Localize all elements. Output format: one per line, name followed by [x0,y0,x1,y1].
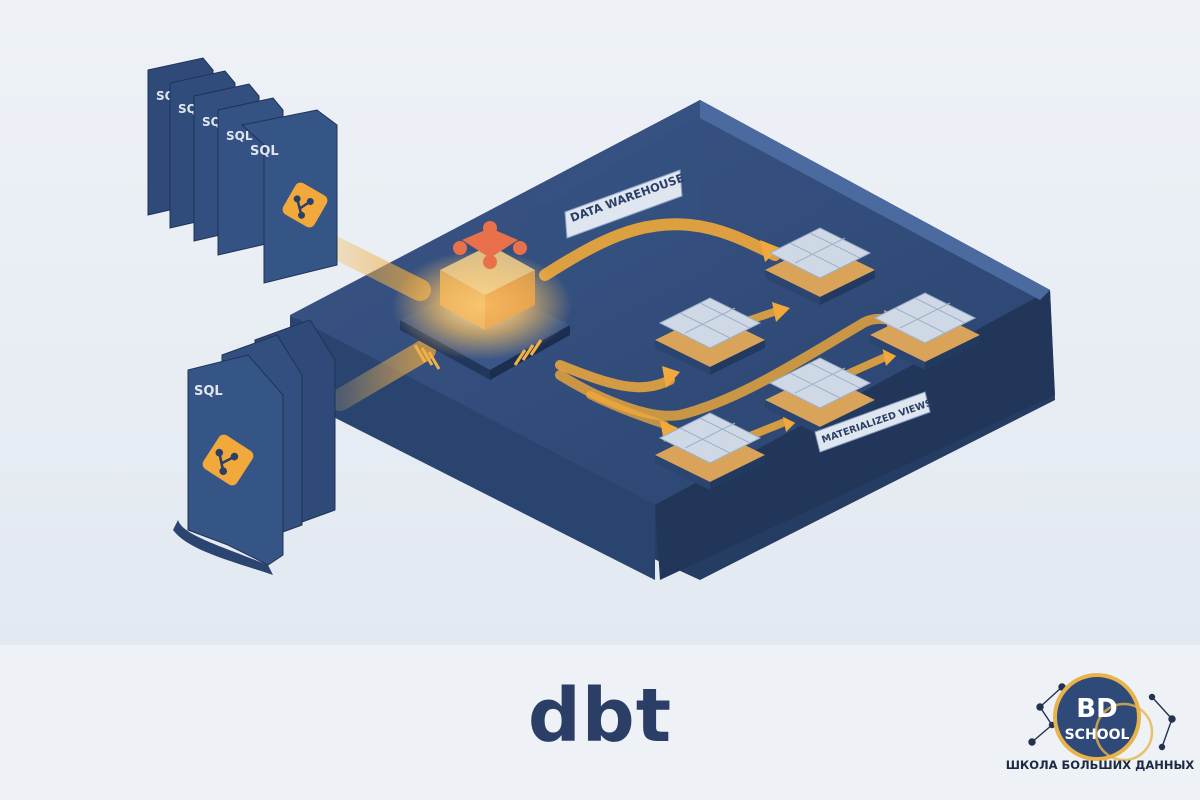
footer: dbt BD SCHOOL ШКОЛА БОЛЬШИХ ДАННЫХ [0,645,1200,800]
table-tiles [655,227,980,490]
sql-file-label: SQL [194,384,223,399]
logo-text-bd: BD [1076,694,1117,724]
illustration: DATA WAREHOUSE [0,0,1200,645]
dbt-logo-icon [453,221,527,269]
sql-file-label: SQL [250,144,279,159]
sql-file-stack-top: SQL SQL SQL SQL SQL [147,57,338,284]
logo-caption: ШКОЛА БОЛЬШИХ ДАННЫХ [1005,758,1195,772]
git-branch-icon [202,434,254,486]
page-title: dbt [527,673,673,759]
table-tile [765,227,875,305]
table-tile [655,412,765,490]
table-tile [765,357,875,435]
logo-text-school: SCHOOL [1065,727,1130,743]
bd-school-logo: BD SCHOOL [1028,673,1176,762]
sql-file-stack-bottom: SQL SQL SQL [173,319,336,575]
git-branch-icon [282,182,328,228]
sql-file-label: SQL [226,129,253,143]
dbt-processor-chip [392,221,572,380]
dbt-illustration: DATA WAREHOUSE [0,0,1200,645]
table-tile [655,297,765,375]
table-tile [870,292,980,370]
